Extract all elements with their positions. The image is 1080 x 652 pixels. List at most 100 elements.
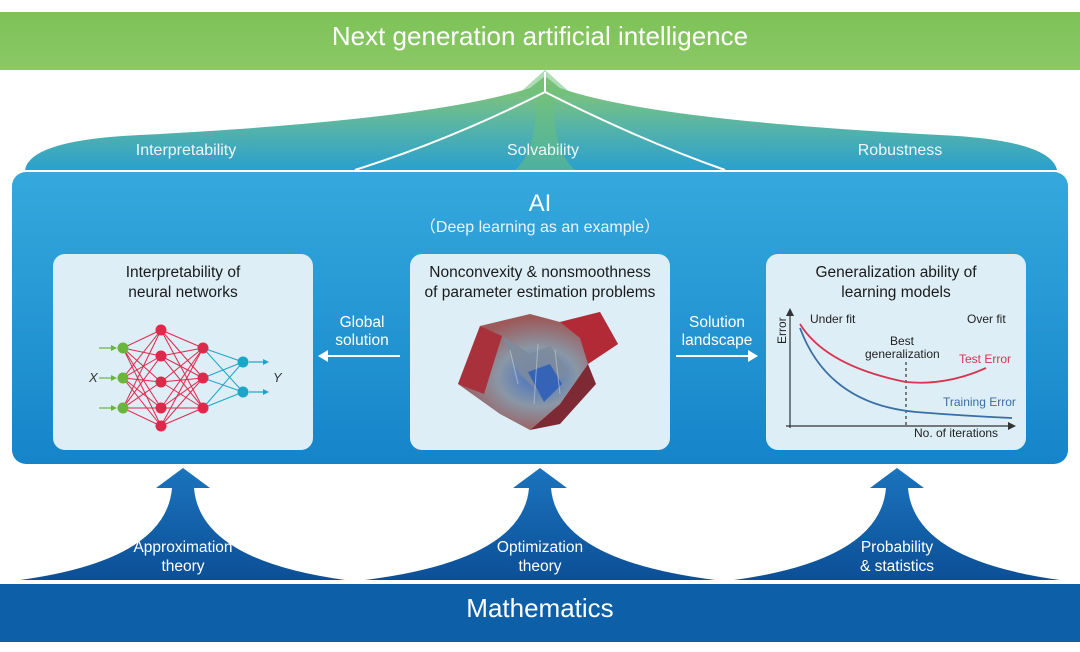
surface-right-wall [560,312,618,364]
nn-node [197,402,209,414]
theory-approximation: Approximation theory [93,538,273,577]
card-generalization-line2: learning models [841,284,951,302]
graph-best-line2: generalization [865,347,940,361]
training-error-curve [799,327,1013,419]
graph-best-line1: Best [890,334,915,348]
top-banner-shape [0,12,1080,70]
global-solution-line2: solution [335,331,389,349]
nn-edge [160,381,204,409]
test-error-label: Test Error [959,352,1011,366]
surface-texture [509,343,561,405]
theory-approximation-line1: Approximation [133,539,233,556]
nn-input-arrowhead [111,405,117,411]
next-gen-ai-title: Next generation artificial intelligence [331,21,749,51]
nn-edge [160,407,204,427]
nn-edge [122,347,162,409]
graph-y-label: Error [775,317,789,344]
card-interpretability-line2: neural networks [128,284,238,302]
nn-output-arrowhead [263,389,269,395]
probability-up-arrow [734,468,1060,580]
nn-edge [122,329,162,349]
training-error-label: Training Error [943,395,1016,409]
nn-edge [122,329,162,409]
nn-edge [202,361,244,409]
nn-edge [160,329,204,349]
nn-edge [202,347,244,363]
nn-edge [122,347,162,357]
test-error-curve [799,323,987,384]
nn-edge [122,347,162,427]
global-solution-arrowhead [318,350,328,362]
nn-node [155,402,167,414]
solution-landscape-arrowhead [748,350,758,362]
nn-output-arrowhead [263,359,269,365]
nn-edge [160,347,204,409]
nn-node [155,376,167,388]
nn-edge [202,361,244,379]
nn-edge [122,381,162,409]
nn-edges [99,329,269,427]
nn-node [237,386,249,398]
theory-probability-line2: & statistics [859,558,935,576]
card-nonconvexity-title: Nonconvexity & nonsmoothness of paramete… [410,263,670,303]
nn-edge [160,377,204,427]
graph-y-arrowhead [786,308,794,316]
theory-approximation-line2: theory [161,558,205,576]
pillar-robustness: Robustness [857,142,943,159]
nn-node [117,372,129,384]
card-interpretability-title: Interpretability of neural networks [53,263,313,303]
graph-under-fit: Under fit [810,312,856,326]
global-solution-label: Global solution [318,314,406,350]
card-generalization-title: Generalization ability of learning model… [766,263,1026,303]
nn-edge [160,355,204,409]
nn-node [155,324,167,336]
top-banner-notch [304,0,776,12]
theory-optimization-line2: theory [518,558,562,576]
ai-title: AI [528,190,552,217]
nn-x-label: X [88,370,99,385]
nn-y-label: Y [273,370,283,385]
nn-edge [122,355,162,409]
nn-node [197,342,209,354]
generalization-graph: Error No. of iterations Under fit Over f… [775,308,1016,440]
surface-left-wall [458,326,502,394]
nn-edge [122,377,162,383]
nn-edge [160,355,204,379]
nn-edge [160,347,204,427]
solution-landscape-line2: landscape [681,331,753,349]
card-interpretability-line1: Interpretability of [125,264,241,281]
nn-edge [160,377,204,409]
nn-edge [160,347,204,357]
nn-edge [160,377,204,383]
approximation-up-arrow [20,468,345,580]
nn-node [155,420,167,432]
fan-divider-left [354,91,546,171]
graph-x-label: No. of iterations [914,426,998,440]
graph-x-arrowhead [1008,422,1016,430]
bottom-banner-shape [0,584,1080,642]
nn-edge [122,329,162,379]
pillar-interpretability: Interpretability [135,142,237,159]
nn-edge [202,391,244,409]
card-nonconvexity: Nonconvexity & nonsmoothness of paramete… [410,254,670,450]
ai-subtitle: （Deep learning as an example） [419,219,661,236]
theory-optimization: Optimization theory [450,538,630,577]
card-generalization-line1: Generalization ability of [815,264,977,281]
card-interpretability: Interpretability of neural networks X Y [53,254,313,450]
neural-network-diagram: X Y [88,324,283,432]
global-solution-line1: Global [339,314,385,331]
nn-node [237,356,249,368]
nn-edge [122,407,162,427]
pillar-solvability: Solvability [506,142,580,159]
nn-node [117,402,129,414]
nn-edge [160,347,204,383]
nn-edge [122,377,162,409]
nn-node [155,350,167,362]
nn-edge [160,329,204,409]
nn-node [117,342,129,354]
nn-nodes [117,324,249,432]
card-nonconvexity-line2: of parameter estimation problems [424,284,656,302]
surface-front-edge [530,364,596,430]
theory-optimization-line1: Optimization [496,539,584,556]
